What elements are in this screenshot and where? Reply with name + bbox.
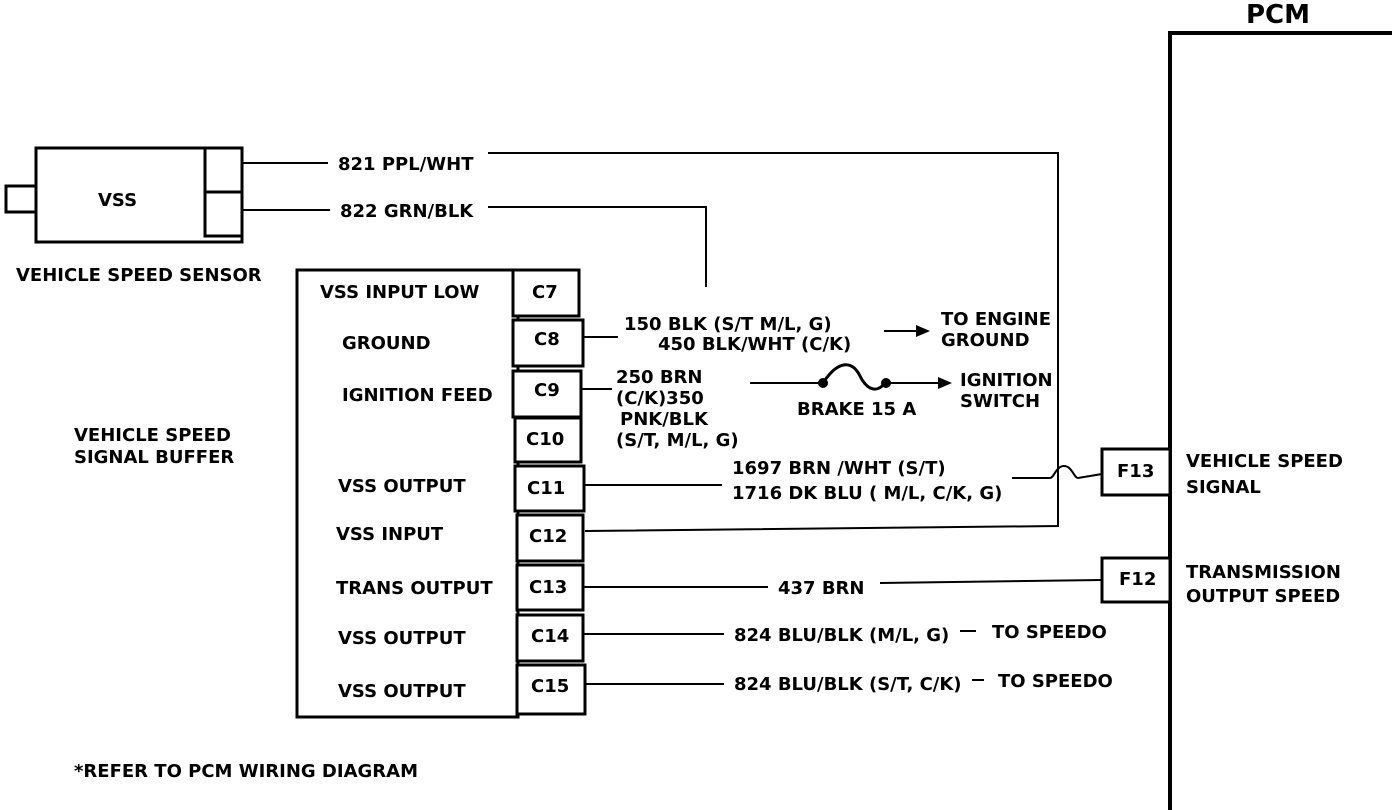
wire-c11-label-2: 1716 DK BLU ( M/L, C/K, G): [732, 483, 1002, 504]
pin-box-c12: [515, 513, 585, 563]
ground-arrow-icon: [916, 325, 930, 337]
pin-id-c13: C13: [529, 577, 567, 598]
pin-label-c7: VSS INPUT LOW: [320, 282, 480, 303]
buffer-box: [295, 268, 520, 719]
pin-box-c10: [513, 416, 583, 464]
pin-id-c12: C12: [529, 526, 567, 547]
pcm-pin-label-f12-2: OUTPUT SPEED: [1186, 586, 1340, 607]
vehicle-speed-sensor: VSS: [4, 146, 244, 244]
wire-c8-label-1: 150 BLK (S/T M/L, G): [624, 314, 832, 335]
ignition-dest-1: IGNITION: [960, 370, 1053, 391]
pin-id-c8: C8: [534, 329, 560, 350]
wire-c9-label-2: (C/K)350: [616, 388, 704, 409]
pin-label-c8: GROUND: [342, 333, 431, 354]
wire-c9-label-3: PNK/BLK: [620, 409, 709, 430]
wire-c9-label-4: (S/T, M/L, G): [616, 430, 739, 451]
pin-label-c13: TRANS OUTPUT: [336, 578, 493, 599]
pin-id-c9: C9: [534, 380, 560, 401]
pin-id-c11: C11: [527, 478, 565, 499]
pin-id-c7: C7: [532, 282, 558, 303]
pcm-pin-id-f13: F13: [1117, 461, 1154, 482]
wire-822-route: [488, 206, 707, 287]
pcm-pin-id-f12: F12: [1119, 569, 1156, 590]
pin-id-c14: C14: [531, 626, 569, 647]
ground-dest-2: GROUND: [941, 330, 1030, 351]
pcm-pin-box-f13: [1100, 447, 1172, 497]
pin-box-c9: [511, 369, 583, 419]
wire-c15-label: 824 BLU/BLK (S/T, C/K): [734, 674, 962, 695]
wire-821-label: 821 PPL/WHT: [338, 154, 474, 175]
pin-label-c9: IGNITION FEED: [342, 385, 493, 406]
wire-c8-label-2: 450 BLK/WHT (C/K): [658, 334, 851, 355]
buffer-caption-line2: SIGNAL BUFFER: [74, 447, 234, 468]
pcm-outline: [1168, 31, 1392, 810]
wire-821-route: [488, 152, 1059, 532]
fuse-icon: [750, 363, 952, 391]
ignition-dest-2: SWITCH: [960, 391, 1040, 412]
pin-id-c10: C10: [526, 429, 564, 450]
pin-box-c7: [511, 268, 581, 318]
wire-822-label: 822 GRN/BLK: [340, 201, 474, 222]
pin-box-c15: [515, 663, 587, 716]
pcm-pin-label-f13-1: VEHICLE SPEED: [1186, 451, 1343, 472]
pin-box-c11: [513, 464, 586, 513]
sensor-caption: VEHICLE SPEED SENSOR: [16, 265, 262, 286]
wire-c11-crossover: [1012, 464, 1103, 480]
pin-label-c11: VSS OUTPUT: [338, 476, 466, 497]
wire-c14-label: 824 BLU/BLK (M/L, G): [734, 625, 949, 646]
wire-c15-dest: TO SPEEDO: [998, 671, 1113, 692]
sensor-label: VSS: [98, 190, 137, 211]
ground-dest-1: TO ENGINE: [941, 309, 1051, 330]
wire-c11-label-1: 1697 BRN /WHT (S/T): [732, 458, 946, 479]
ignition-arrow-icon: [938, 377, 952, 389]
sensor-terminal-1: [203, 146, 244, 194]
pin-box-c8: [511, 318, 585, 368]
footnote: *REFER TO PCM WIRING DIAGRAM: [74, 761, 418, 782]
fuse-label: BRAKE 15 A: [797, 399, 916, 420]
wire-c14-dest: TO SPEEDO: [992, 622, 1107, 643]
pcm-pin-box-f12: [1100, 556, 1172, 604]
wire-c13-label: 437 BRN: [778, 578, 864, 599]
wire-c13-right: [879, 579, 1103, 584]
pcm-title: PCM: [1246, 0, 1310, 30]
pin-label-c12: VSS INPUT: [336, 524, 444, 545]
wire-c9-label-1: 250 BRN: [616, 367, 702, 388]
pcm-pin-label-f12-1: TRANSMISSION: [1186, 562, 1341, 583]
pin-label-c14: VSS OUTPUT: [338, 628, 466, 649]
sensor-shaft: [4, 184, 38, 214]
buffer-caption-line1: VEHICLE SPEED: [74, 425, 231, 446]
sensor-terminal-2: [203, 190, 244, 238]
pcm-pin-label-f13-2: SIGNAL: [1186, 477, 1261, 498]
pin-box-c14: [515, 613, 585, 663]
pin-label-c15: VSS OUTPUT: [338, 681, 466, 702]
pin-id-c15: C15: [531, 676, 569, 697]
